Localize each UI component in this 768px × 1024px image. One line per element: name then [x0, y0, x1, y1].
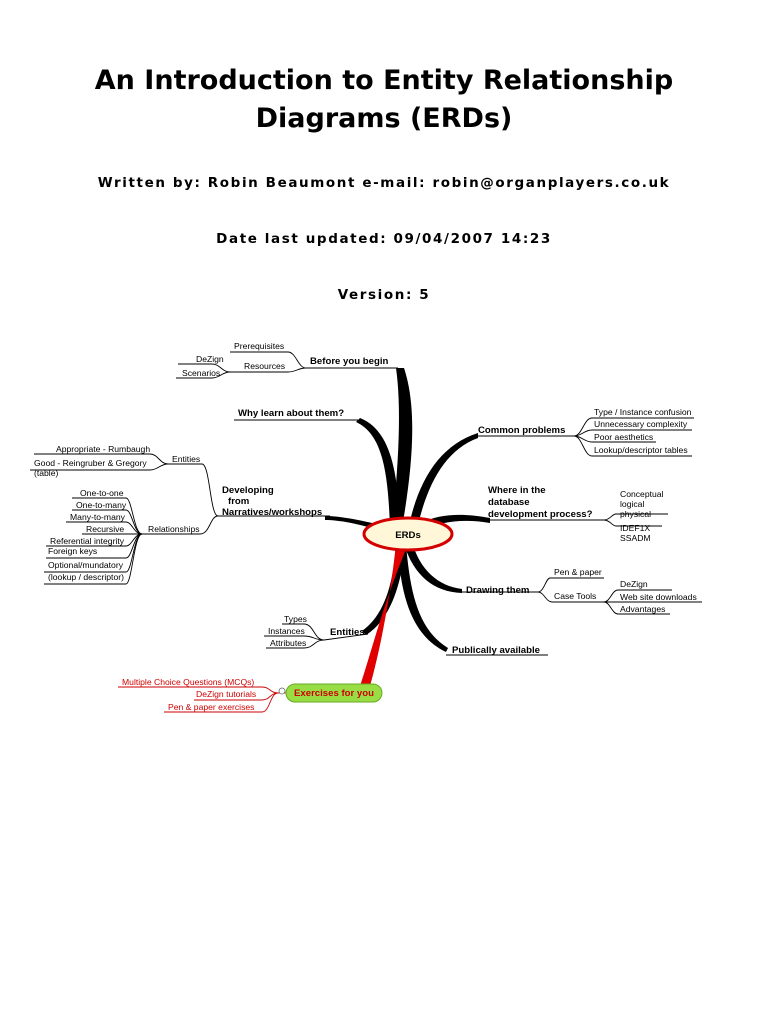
resources-label: Resources	[244, 361, 285, 371]
relationships-label: Relationships	[148, 524, 200, 534]
pen-paper-label: Pen & paper	[554, 567, 602, 577]
document-title: An Introduction to Entity Relationship D…	[0, 62, 768, 138]
branch-exercises	[360, 540, 410, 686]
main-branches	[325, 368, 490, 652]
erds-center-label: ERDs	[395, 530, 421, 541]
where-item: logical	[620, 499, 644, 509]
erd-mind-map: ERDs Exercises for you Before you begin …	[30, 341, 702, 713]
connector-lines	[30, 351, 702, 656]
before-you-begin-label: Before you begin	[310, 356, 388, 367]
web-site-downloads-label: Web site downloads	[620, 592, 697, 602]
relationship-item: Referential integrity	[50, 536, 125, 546]
relationship-item: Foreign keys	[48, 546, 97, 556]
developing-entities-label: Entities	[172, 454, 200, 464]
common-problem-item: Poor aesthetics	[594, 432, 653, 442]
updated-line: Date last updated: 09/04/2007 14:23	[216, 231, 552, 247]
exercise-item: Multiple Choice Questions (MCQs)	[122, 677, 254, 687]
where-line3: development process?	[488, 509, 593, 520]
relationship-item: One-to-one	[80, 488, 124, 498]
case-tools-label: Case Tools	[554, 591, 596, 601]
prerequisites-label: Prerequisites	[234, 341, 284, 351]
where-item: SSADM	[620, 533, 651, 543]
why-learn-label: Why learn about them?	[238, 408, 344, 419]
developing-line3: Narratives/workshops	[222, 507, 322, 518]
common-problem-item: Unnecessary complexity	[594, 419, 688, 429]
entities-branch-label: Entities	[330, 627, 365, 638]
where-line2: database	[488, 497, 530, 508]
author-line: Written by: Robin Beaumont e-mail: robin…	[97, 175, 671, 191]
exercises-node	[285, 683, 383, 703]
common-problems-label: Common problems	[478, 425, 565, 436]
drawing-label: Drawing them	[466, 585, 529, 596]
advantages-label: Advantages	[620, 604, 665, 614]
developing-line1: Developing	[222, 485, 274, 496]
branch-where	[420, 514, 490, 532]
dezign-resource-label: DeZign	[196, 354, 224, 364]
types-label: Types	[284, 614, 307, 624]
branch-developing	[325, 516, 385, 532]
erds-center-node	[362, 516, 454, 552]
exercises-marker-icon	[278, 687, 286, 695]
where-item: Conceptual	[620, 489, 664, 499]
entities-item-table: (table)	[34, 468, 58, 478]
scenarios-label: Scenarios	[182, 368, 220, 378]
entities-item-reingruber: Good - Reingruber & Gregory	[34, 458, 147, 468]
drawing-dezign-label: DeZign	[620, 579, 648, 589]
common-problem-item: Type / Instance confusion	[594, 407, 692, 417]
exercise-item: Pen & paper exercises	[168, 702, 254, 712]
relationship-item: Optional/mundatory	[48, 560, 124, 570]
relationship-item: (lookup / descriptor)	[48, 572, 124, 582]
relationship-item: One-to-many	[76, 500, 127, 510]
branch-why-learn	[356, 418, 400, 528]
entities-item-rumbaugh: Appropriate - Rumbaugh	[56, 444, 150, 454]
exercise-item: DeZign tutorials	[196, 689, 256, 699]
relationship-item: Many-to-many	[70, 512, 126, 522]
where-item: physical	[620, 509, 651, 519]
developing-line2: from	[228, 496, 249, 507]
version-line: Version: 5	[337, 287, 431, 303]
instances-label: Instances	[268, 626, 305, 636]
common-problem-item: Lookup/descriptor tables	[594, 445, 688, 455]
publically-label: Publically available	[452, 645, 540, 656]
document-title-line2: Diagrams (ERDs)	[255, 103, 513, 134]
where-item: IDEF1X	[620, 523, 650, 533]
branch-publically	[398, 544, 448, 652]
exercises-label: Exercises for you	[294, 688, 374, 699]
document-title-line1: An Introduction to Entity Relationship	[94, 65, 674, 96]
relationship-item: Recursive	[86, 524, 124, 534]
where-line1: Where in the	[488, 485, 546, 496]
attributes-label: Attributes	[270, 638, 306, 648]
